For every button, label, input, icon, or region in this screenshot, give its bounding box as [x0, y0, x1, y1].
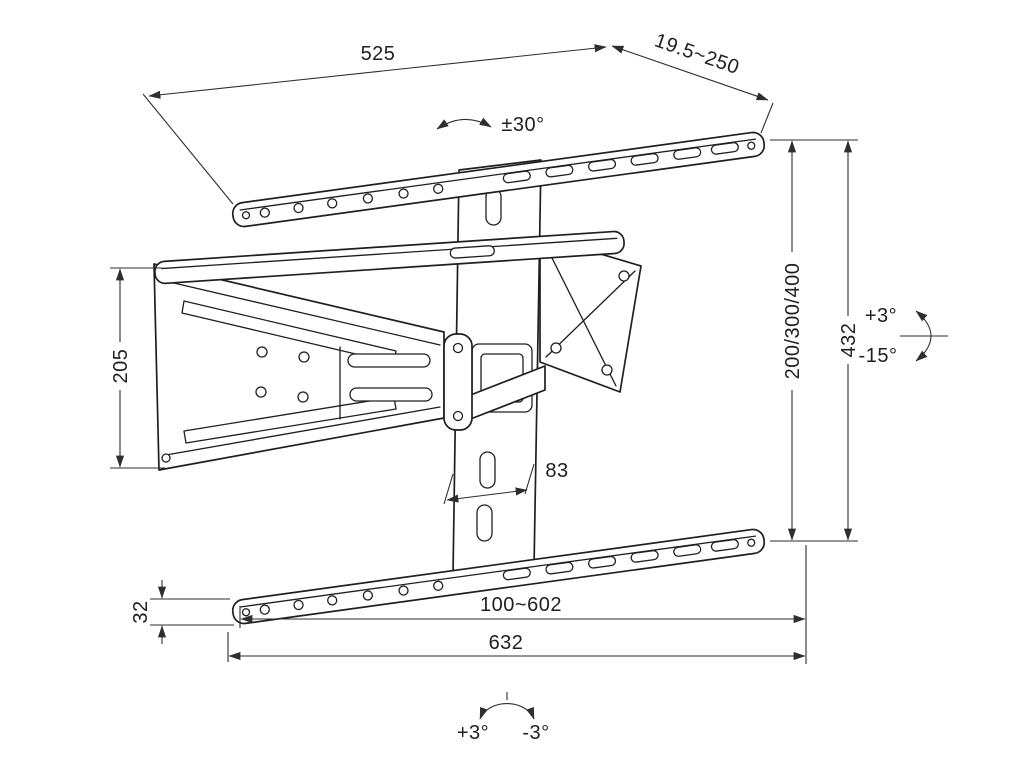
column-slot — [479, 451, 496, 489]
top-rail — [231, 131, 766, 228]
vesa-hole — [298, 351, 310, 363]
dim-tilt: +3° -15° — [859, 305, 948, 367]
rail-slot — [502, 170, 531, 184]
rail-end-hole — [747, 538, 756, 547]
dim-label-overall-height: 432 — [838, 323, 860, 358]
level-arc — [479, 703, 535, 720]
dim-label-rail-thickness: 32 — [130, 600, 152, 623]
rail-hole — [293, 202, 304, 214]
rail-slot — [587, 555, 617, 569]
dim-top-width: 525 — [142, 43, 607, 205]
pivot-elbow — [443, 333, 473, 431]
rail-hole — [293, 599, 304, 611]
vesa-hole — [256, 346, 268, 358]
rail-hole — [362, 590, 374, 601]
rail-hole — [259, 604, 270, 615]
dim-label-tilt-down: -15° — [859, 345, 898, 367]
rail-slot — [710, 538, 739, 552]
rail-hole — [433, 183, 444, 194]
arm-adjust-slot — [347, 353, 431, 368]
dim-level-adjust: +3° -3° — [457, 692, 549, 744]
dim-label-level-right: -3° — [522, 722, 549, 744]
dim-rail-thickness: 32 — [130, 580, 234, 644]
rail-slot — [630, 550, 659, 563]
swivel-arc — [436, 117, 492, 130]
rail-slot — [545, 561, 574, 575]
elbow-body — [443, 333, 473, 431]
pivot-pin — [452, 342, 464, 354]
rail-end-hole — [241, 211, 251, 220]
rail-hole — [398, 188, 409, 199]
rail-slot — [710, 141, 739, 155]
pivot-pin — [452, 410, 464, 422]
dim-label-vesa-vertical: 200/300/400 — [782, 263, 804, 380]
plate-cutout-bottom — [183, 396, 397, 444]
upper-arm — [154, 230, 625, 285]
rail-slot — [673, 147, 702, 160]
tilt-arc — [915, 310, 932, 362]
rail-slot — [630, 153, 659, 166]
rail-hole — [327, 595, 338, 606]
rail-hole — [259, 207, 270, 218]
vesa-hole — [297, 391, 309, 403]
tv-plate — [153, 263, 445, 471]
brace-bolt-hole — [550, 342, 562, 354]
bottom-rail — [231, 528, 766, 625]
dim-overall-height: 432 — [770, 139, 860, 542]
upper-arm-fold — [161, 237, 618, 270]
dim-label-top-width: 525 — [361, 43, 396, 65]
corner-brace — [539, 235, 642, 393]
dim-label-plate-height: 205 — [110, 349, 132, 384]
top-rail-fold — [239, 138, 757, 211]
brace-bolt-hole — [601, 364, 613, 376]
dim-rail-length: 632 — [227, 632, 806, 662]
dim-label-column-width: 83 — [545, 460, 568, 482]
upper-arm-body — [154, 230, 625, 285]
dim-column-width: 83 — [443, 460, 568, 505]
rail-hole — [398, 585, 409, 596]
bottom-rail-fold — [239, 535, 757, 608]
dim-extension-depth: 19.5~250 — [611, 30, 774, 134]
dim-label-level-left: +3° — [457, 722, 489, 744]
dimension-line — [446, 487, 528, 503]
dimension-line — [148, 44, 607, 99]
dim-vesa-vertical: 200/300/400 — [782, 140, 804, 541]
rail-end-hole — [241, 608, 251, 617]
dim-swivel: ±30° — [436, 114, 544, 136]
dim-label-tilt-up: +3° — [865, 305, 897, 327]
vesa-hole — [255, 386, 267, 398]
rail-hole — [433, 580, 444, 591]
plate-corner-hole — [161, 453, 171, 463]
brace-bolt-hole — [618, 270, 630, 282]
rail-hole — [327, 198, 338, 209]
dim-label-extension-depth: 19.5~250 — [652, 30, 742, 79]
brace-cross-ribs — [543, 241, 636, 387]
rail-slot — [545, 164, 574, 178]
column-slot — [485, 188, 502, 226]
rail-slot — [587, 158, 617, 172]
dimension-line — [611, 45, 769, 101]
rail-slot — [502, 567, 531, 581]
dim-label-hole-span: 100~602 — [480, 594, 562, 616]
extension-line — [760, 102, 774, 134]
arm-adjust-slot — [349, 387, 433, 402]
dim-hole-span: 100~602 — [239, 545, 807, 664]
plate-fold-bottom — [165, 406, 441, 456]
rail-slot — [673, 544, 702, 557]
rail-hole — [362, 193, 374, 204]
dim-label-swivel: ±30° — [501, 114, 544, 136]
plate-fold-top — [160, 279, 441, 346]
upper-arm-slot — [449, 245, 495, 259]
rail-end-hole — [747, 141, 756, 150]
dim-label-rail-length: 632 — [489, 632, 524, 654]
column-slot — [476, 504, 493, 542]
dim-plate-height: 205 — [110, 267, 165, 469]
extension-line — [142, 93, 234, 205]
